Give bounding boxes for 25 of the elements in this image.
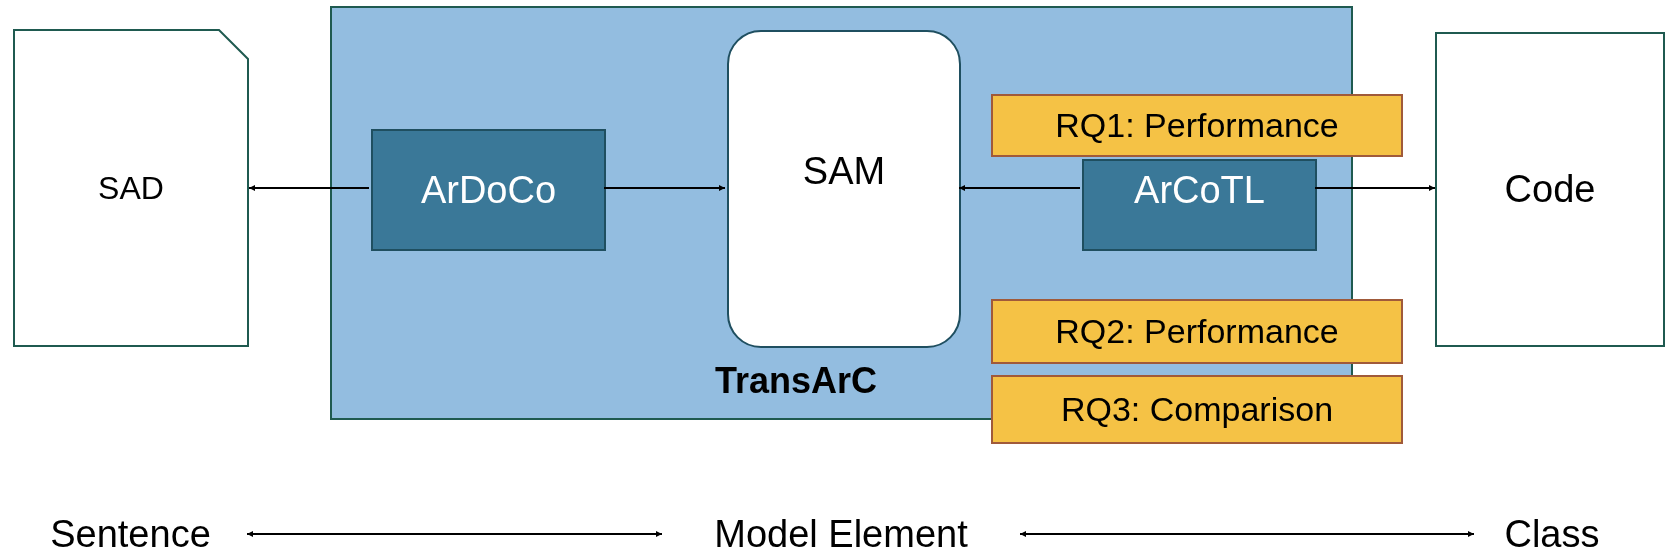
arrow bbox=[246, 531, 663, 537]
component-box bbox=[371, 129, 606, 251]
arrow bbox=[1314, 185, 1436, 191]
granularity-label: Model Element bbox=[714, 512, 968, 556]
arrow bbox=[603, 185, 726, 191]
research-question-tag bbox=[991, 375, 1403, 444]
arrow bbox=[958, 185, 1081, 191]
box-label: Code bbox=[1504, 168, 1596, 211]
research-question-tag bbox=[991, 299, 1403, 364]
arrow bbox=[248, 185, 370, 191]
box-label: ArCoTL bbox=[1134, 168, 1265, 212]
arrow bbox=[1019, 531, 1475, 537]
model-box bbox=[727, 30, 961, 348]
tag-text: RQ1: Performance bbox=[1055, 106, 1339, 145]
code-box bbox=[1435, 32, 1665, 347]
granularity-label: Class bbox=[1504, 512, 1600, 556]
tag-text: RQ3: Comparison bbox=[1060, 390, 1334, 429]
box-label: SAD bbox=[98, 169, 164, 207]
research-question-tag bbox=[991, 94, 1403, 157]
container-title: TransArC bbox=[715, 360, 878, 402]
component-box bbox=[1082, 159, 1317, 251]
tag-text: RQ2: Performance bbox=[1055, 312, 1339, 351]
box-label: SAM bbox=[802, 150, 886, 193]
box-label: ArDoCo bbox=[420, 168, 557, 212]
granularity-label: Sentence bbox=[50, 512, 211, 556]
